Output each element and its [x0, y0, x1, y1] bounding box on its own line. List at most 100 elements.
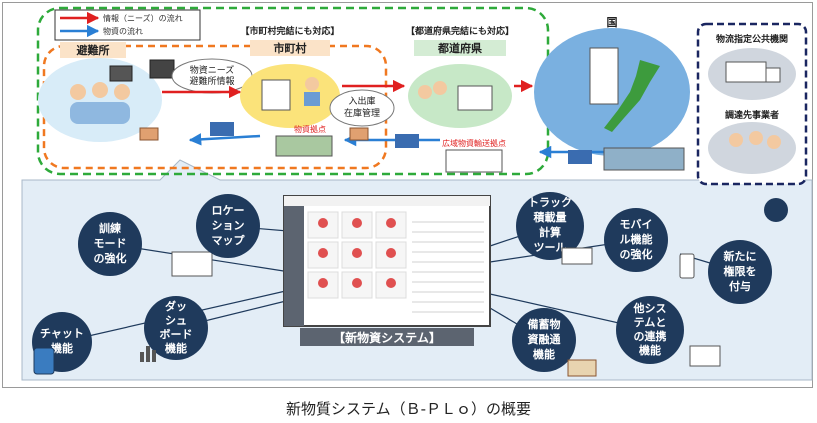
staff-body [304, 92, 320, 106]
logistics-org-label: 物流指定公共機関 [716, 33, 788, 45]
prefecture-note: 【都道府県完結にも対応】 [406, 25, 514, 37]
wide-depot-label: 広域物資輸送拠点 [442, 138, 506, 148]
monitor-icon [689, 345, 721, 367]
training-line-3: の強化 [94, 251, 127, 265]
inout-line-1: 入出庫 [348, 95, 375, 107]
procurement-label: 調達先事業者 [725, 109, 779, 121]
national-warehouse-icon [603, 147, 685, 171]
screenshot-list-lines [412, 221, 484, 313]
diagram-canvas: 情報（ニーズ）の流れ 物資の流れ 避難所 【市町村完結にも対応】 市町村 【都道… [21, 6, 813, 381]
person-icon [114, 84, 130, 100]
truck-line-2: 積載量 [533, 210, 567, 224]
municipality-label: 市町村 [274, 41, 307, 55]
municipality-note: 【市町村完結にも対応】 [240, 25, 339, 37]
needs-line-1: 物資ニーズ [190, 64, 235, 76]
feature-location-map: ロケー ション マップ [196, 194, 260, 258]
stockpile-line-2: 資融通 [528, 332, 561, 346]
truck-line-4: ツール [534, 241, 567, 254]
person-icon [729, 133, 743, 147]
truck-icon [725, 61, 767, 83]
truck-line-3: 計算 [539, 225, 561, 239]
truck-icon [568, 150, 592, 164]
integration-line-3: の連携 [634, 329, 667, 343]
location-line-1: ロケー [212, 204, 245, 217]
integration-line-4: 機能 [639, 343, 661, 357]
wide-depot-icon [445, 149, 503, 173]
feature-integration: 他シス テムと の連携 機能 [616, 296, 684, 364]
local-depot-label: 物資拠点 [294, 124, 326, 134]
feature-permission: 新たに 権限を 付与 [708, 240, 772, 304]
chat-line-1: チャット [40, 327, 84, 340]
truck-cab-icon [765, 67, 781, 83]
person-icon [418, 85, 432, 99]
prefecture-building-icon [457, 85, 493, 111]
bar-chart-icon [140, 346, 156, 362]
legend-box [54, 9, 201, 41]
staff-icon [305, 77, 319, 91]
truck-icon [210, 122, 234, 136]
local-depot-icon [275, 135, 333, 157]
integration-line-1: 他シス [633, 301, 667, 315]
prefecture-label: 都道府県 [437, 41, 482, 55]
mobile-line-2: ル機能 [620, 232, 653, 246]
feature-dashboard: ダッ シュ ボード 機能 [144, 296, 208, 360]
permission-line-3: 付与 [729, 279, 751, 293]
inout-line-2: 在庫管理 [344, 107, 380, 119]
person-icon [70, 84, 86, 100]
feature-stockpile: 備蓄物 資融通 機能 [512, 308, 576, 372]
feature-training: 訓練 モード の強化 [78, 212, 142, 276]
feature-mobile: モバイ ル機能 の強化 [604, 208, 668, 272]
screenshot-header [284, 196, 490, 206]
phone-chat-icon [33, 347, 55, 375]
procurement-area [708, 122, 796, 174]
laptop-icon [109, 65, 133, 82]
figure-caption: 新物質システム（Ｂ-ＰＬｏ）の概要 [286, 400, 531, 418]
screenshot-sidebar [284, 206, 304, 326]
box-icon [349, 127, 369, 141]
truck-icon [561, 247, 593, 265]
inout-bubble [329, 89, 395, 127]
prefecture-tab [414, 40, 506, 56]
office-building-icon [261, 79, 291, 111]
dashboard-line-3: ボード [160, 327, 193, 341]
supplies-icon [567, 359, 597, 377]
truck-line-1: トラック [528, 196, 572, 209]
whiteboard-icon [171, 251, 213, 277]
shelter-label: 避難所 [77, 43, 110, 57]
mobile-line-3: の強化 [620, 247, 653, 261]
training-line-1: 訓練 [99, 221, 121, 235]
stockpile-line-3: 機能 [533, 347, 555, 361]
person-icon [433, 81, 447, 95]
needs-bubble [171, 58, 253, 94]
dashboard-line-1: ダッ [165, 299, 187, 313]
government-building-icon [589, 47, 619, 105]
screenshot-tile-icons [318, 218, 396, 288]
location-line-3: マップ [212, 233, 246, 247]
decorative-dot [764, 198, 788, 222]
legend-info-label: 情報（ニーズ）の流れ [103, 13, 183, 23]
country-label: 国 [607, 16, 618, 29]
japan-map-icon [604, 60, 660, 132]
mobile-line-1: モバイ [620, 218, 653, 231]
dashboard-line-2: シュ [165, 314, 187, 327]
needs-line-2: 避難所情報 [189, 75, 234, 87]
permission-line-1: 新たに [724, 249, 757, 263]
shelter-tab [60, 42, 126, 58]
feature-truck-tool: トラック 積載量 計算 ツール [516, 192, 584, 260]
smartphone-icon [679, 253, 695, 279]
box-icon [139, 127, 159, 141]
system-label: 【新物資システム】 [333, 330, 441, 345]
location-line-2: ション [212, 219, 245, 232]
truck-icon [395, 134, 419, 148]
tablet-icon [149, 59, 175, 79]
training-line-2: モード [94, 237, 127, 250]
legend-goods-label: 物資の流れ [103, 26, 143, 36]
person-icon [749, 131, 763, 145]
system-label-bar [300, 328, 474, 346]
chat-line-2: 機能 [51, 341, 73, 355]
municipality-tab [250, 40, 330, 56]
dashboard-line-4: 機能 [165, 341, 187, 355]
stockpile-line-1: 備蓄物 [528, 317, 561, 331]
goods-arrow-depot-to-shelter [188, 133, 261, 146]
integration-line-2: テムと [634, 316, 667, 329]
